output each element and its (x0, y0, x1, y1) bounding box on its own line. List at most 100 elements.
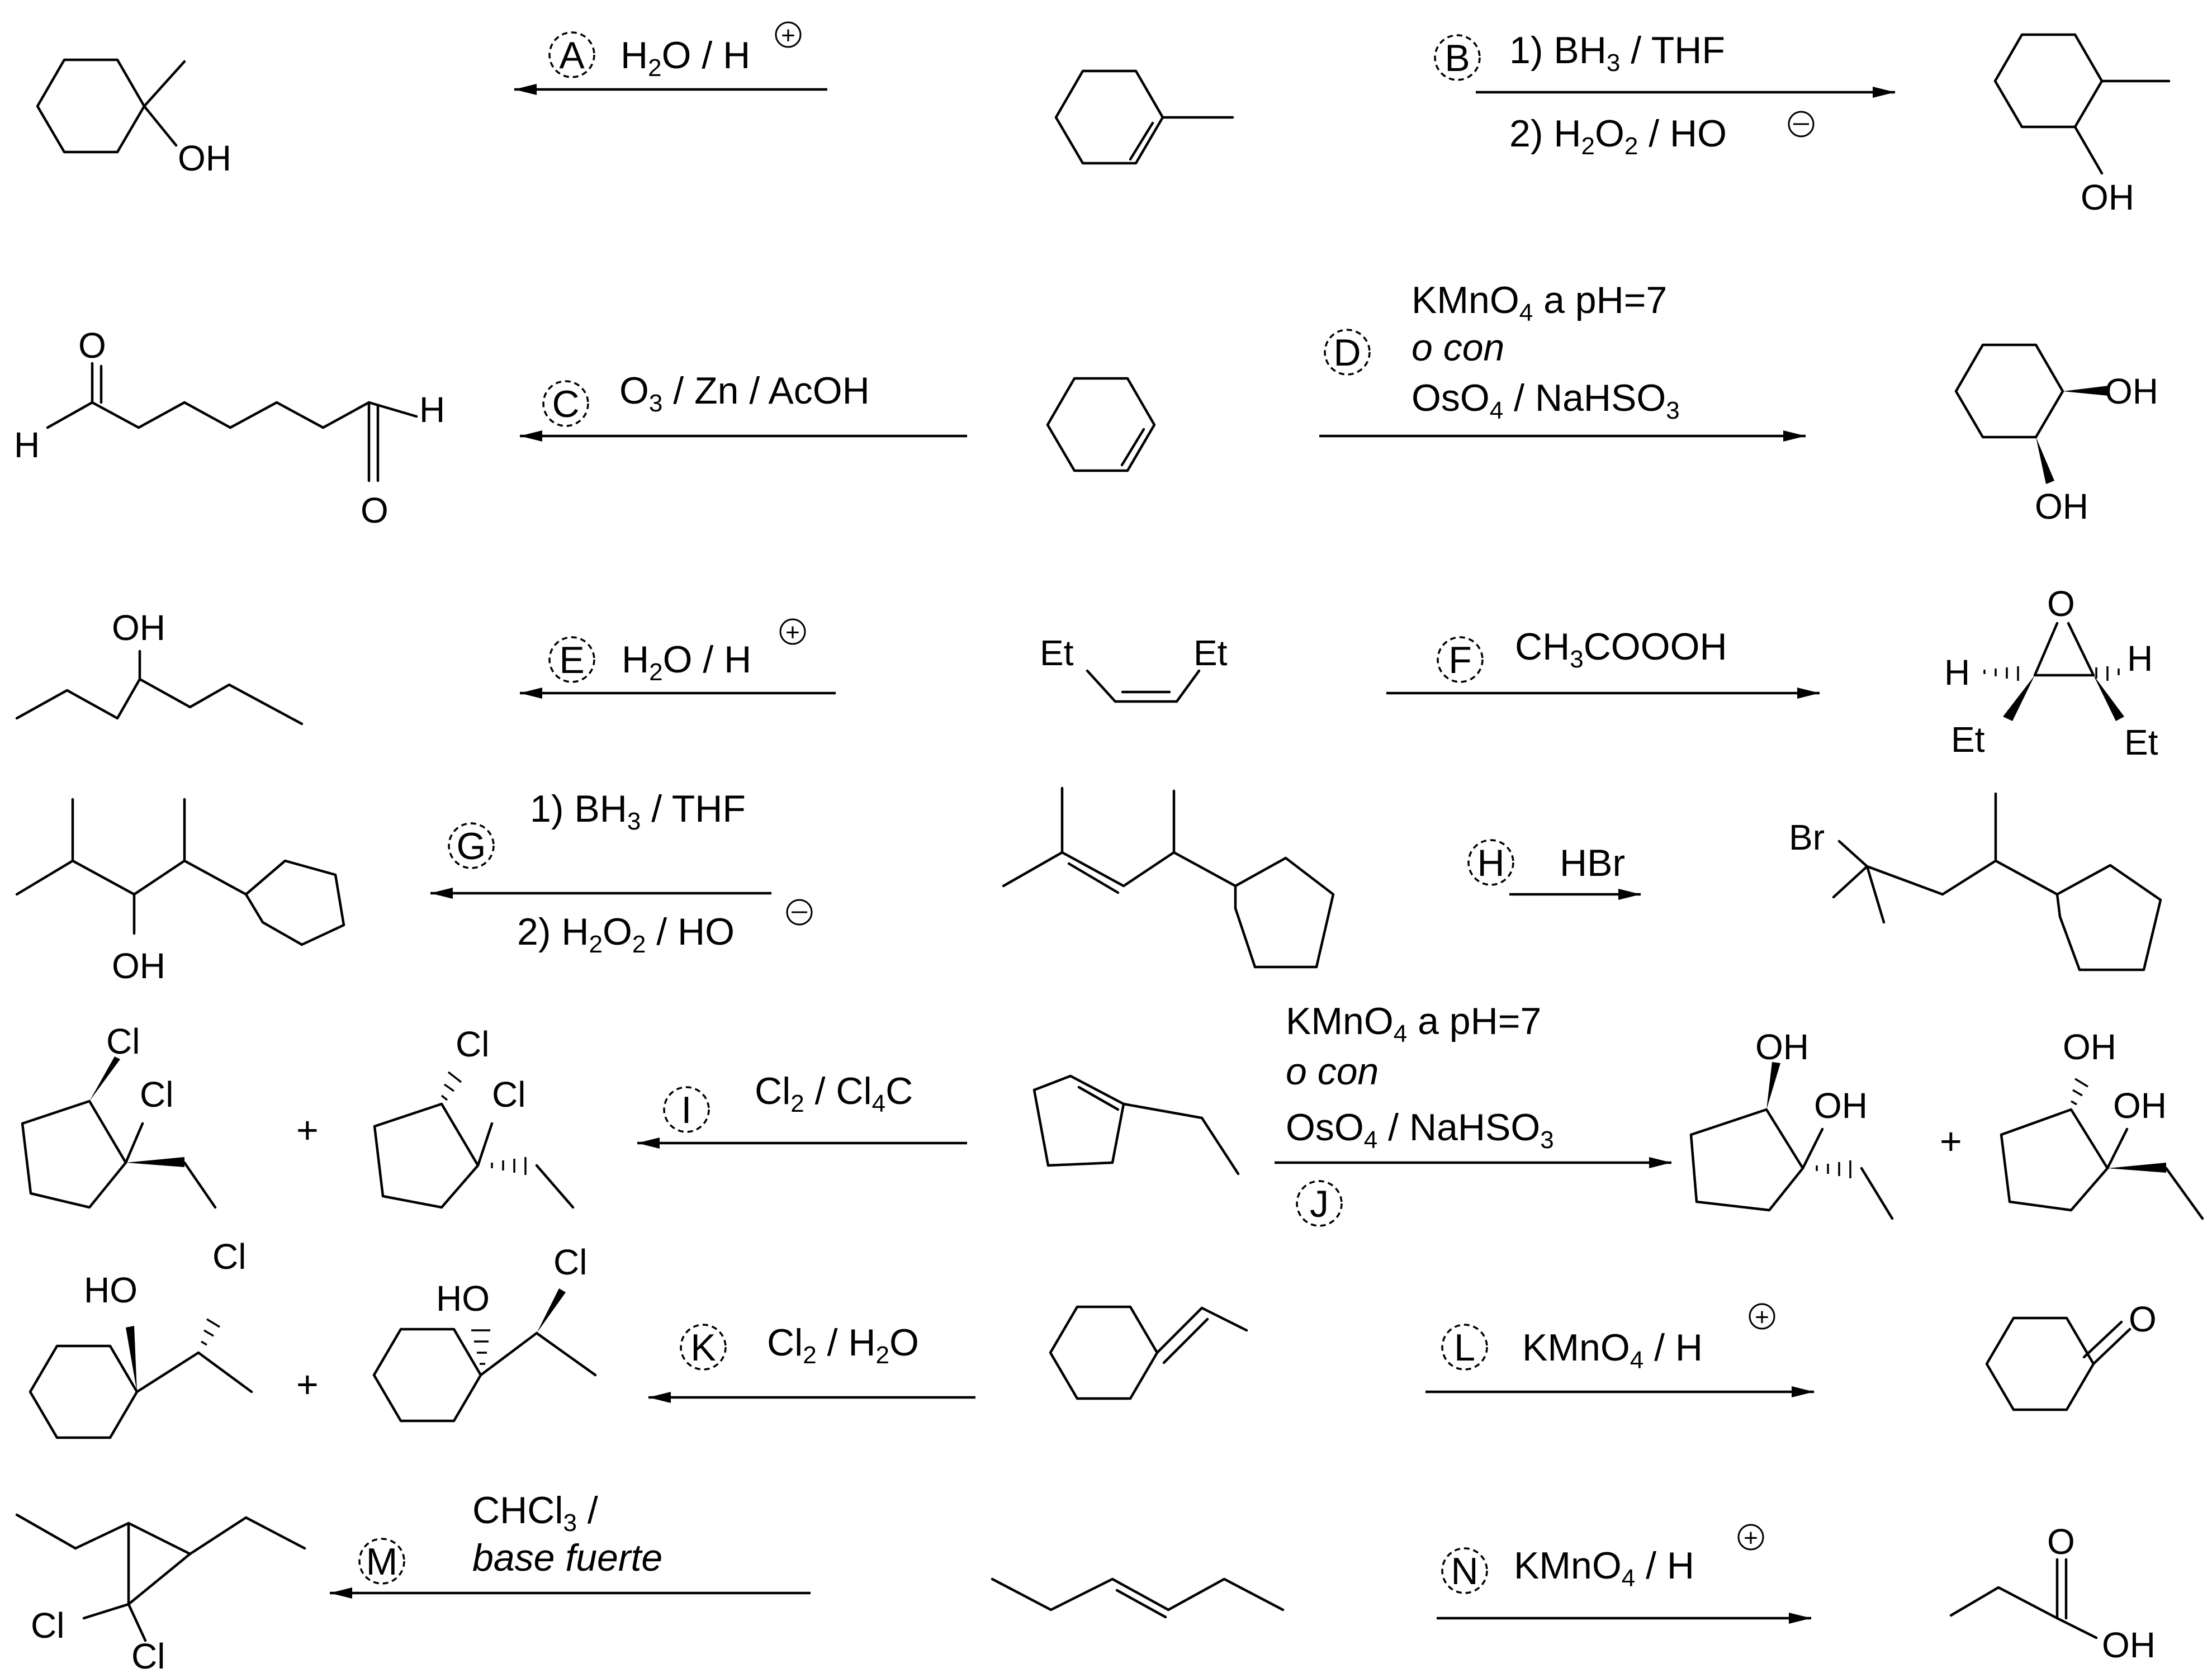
reaction-i: I Cl2 / Cl4C (637, 1070, 967, 1149)
svg-text:Cl: Cl (212, 1236, 246, 1277)
svg-text:F: F (1448, 639, 1472, 681)
badge-b (1434, 34, 1481, 81)
svg-text:M: M (366, 1540, 398, 1583)
reaction-l: L KMnO4 / H + (1425, 1303, 1814, 1397)
plus-sign: + (296, 1109, 319, 1151)
svg-text:Cl2 / H2O: Cl2 / H2O (767, 1321, 919, 1369)
svg-text:Cl: Cl (140, 1074, 173, 1115)
svg-text:Cl: Cl (492, 1074, 525, 1115)
start-cis-3-hexene: Et Et (1040, 633, 1228, 703)
start-alkene-cyclopentyl (1002, 786, 1335, 969)
svg-text:+: + (1755, 1303, 1769, 1331)
letter-a: A (559, 34, 585, 77)
reaction-f: F CH3COOOH (1386, 625, 1820, 699)
reaction-j: J KMnO4 a pH=7 o con OsO4 / NaHSO3 (1275, 1000, 1671, 1227)
start-1-methylcyclohexene (1054, 69, 1234, 165)
svg-text:Cl: Cl (553, 1242, 587, 1282)
svg-text:OsO4 / NaHSO3: OsO4 / NaHSO3 (1411, 377, 1680, 424)
reaction-a: A H2O / H + (514, 21, 827, 95)
product-e-3-hexanol: OH (15, 608, 304, 726)
svg-text:2) H2O2 / HO: 2) H2O2 / HO (517, 911, 735, 958)
product-l-cyclohexanone: O (1985, 1299, 2157, 1411)
svg-text:Br: Br (1789, 817, 1825, 857)
product-j-diol-1: OH OH (1689, 1027, 1894, 1220)
svg-text:o con: o con (1286, 1050, 1379, 1093)
product-n-propanoic-acid: O OH (1949, 1521, 2156, 1665)
svg-text:Cl: Cl (31, 1605, 64, 1646)
svg-text:O: O (78, 325, 106, 366)
svg-text:OH: OH (2113, 1086, 2167, 1126)
product-j-diol-2: OH OH (2000, 1027, 2204, 1220)
product-i-dichloride-2: Cl Cl (373, 1024, 575, 1209)
svg-text:H: H (14, 425, 40, 465)
svg-text:OH: OH (112, 608, 165, 648)
svg-text:OH: OH (2035, 486, 2088, 527)
product-g-alcohol: OH (15, 798, 345, 986)
svg-text:Et: Et (1951, 719, 1985, 760)
product-a-1-methylcyclohexanol: OH (36, 58, 231, 178)
reaction-e: E H2O / H + (520, 618, 836, 699)
product-k-chlorohydrin-1: HO Cl (29, 1236, 253, 1439)
svg-text:OH: OH (1814, 1086, 1868, 1126)
reaction-h: H HBr (1467, 839, 1641, 900)
svg-text:OH: OH (2081, 177, 2134, 217)
svg-text:H: H (2127, 638, 2153, 679)
product-f-epoxide: O H H Et Et (1944, 584, 2158, 762)
svg-text:D: D (1333, 331, 1361, 374)
svg-text:1) BH3 / THF: 1) BH3 / THF (530, 788, 746, 835)
svg-text:CHCl3 /: CHCl3 / (472, 1489, 598, 1537)
reaction-d: D KMnO4 a pH=7 o con OsO4 / NaHSO3 (1319, 279, 1806, 442)
svg-text:+: + (781, 22, 795, 49)
svg-text:KMnO4 / H: KMnO4 / H (1514, 1544, 1694, 1592)
svg-text:OH: OH (2105, 371, 2158, 411)
svg-text:J: J (1310, 1183, 1329, 1225)
start-trans-3-hexene (991, 1577, 1285, 1619)
svg-text:HO: HO (84, 1270, 138, 1310)
svg-text:Et: Et (1193, 633, 1228, 673)
svg-text:H: H (1477, 842, 1504, 884)
svg-text:KMnO4 / H: KMnO4 / H (1522, 1326, 1703, 1374)
oh-label: OH (178, 138, 231, 178)
svg-text:+: + (1940, 1120, 1962, 1163)
svg-text:CH3COOOH: CH3COOOH (1515, 625, 1727, 673)
svg-text:K: K (690, 1326, 716, 1369)
svg-text:1) BH3 / THF: 1) BH3 / THF (1509, 29, 1725, 77)
svg-text:OsO4 / NaHSO3: OsO4 / NaHSO3 (1286, 1106, 1554, 1154)
start-cyclohexene (1046, 377, 1156, 472)
svg-text:+: + (785, 619, 800, 646)
svg-text:G: G (457, 825, 486, 868)
svg-text:KMnO4 a pH=7: KMnO4 a pH=7 (1411, 279, 1667, 326)
product-m-dichlorocyclopropane: Cl Cl (15, 1513, 306, 1676)
svg-text:Cl: Cl (456, 1024, 489, 1064)
svg-text:Et: Et (2124, 722, 2158, 762)
svg-text:O3 / Zn / AcOH: O3 / Zn / AcOH (619, 369, 870, 417)
svg-text:KMnO4 a pH=7: KMnO4 a pH=7 (1286, 1000, 1541, 1047)
reaction-k: K Cl2 / H2O (648, 1321, 975, 1403)
svg-text:Et: Et (1040, 633, 1074, 673)
svg-text:H: H (1944, 652, 1970, 693)
svg-text:C: C (552, 383, 579, 425)
svg-text:+: + (296, 1363, 319, 1406)
svg-text:OH: OH (2102, 1625, 2156, 1665)
svg-text:O: O (2129, 1299, 2157, 1339)
svg-text:O: O (2047, 1521, 2075, 1562)
svg-text:N: N (1451, 1550, 1478, 1592)
svg-text:H2O / H: H2O / H (622, 638, 751, 686)
svg-text:Cl: Cl (106, 1021, 140, 1061)
svg-text:OH: OH (112, 946, 165, 986)
svg-text:base fuerte: base fuerte (472, 1537, 662, 1579)
svg-text:OH: OH (2063, 1027, 2116, 1067)
svg-text:+: + (1744, 1524, 1758, 1552)
reagent-a: H2O / H (621, 34, 750, 82)
start-1-ethylcyclopentene (1032, 1074, 1240, 1175)
product-k-chlorohydrin-2: HO Cl (372, 1242, 597, 1423)
product-b-2-methylcyclohexanol: OH (1993, 33, 2171, 217)
product-d-cis-cyclohexanediol: OH OH (1954, 343, 2158, 527)
svg-text:OH: OH (1755, 1027, 1809, 1067)
svg-text:E: E (559, 639, 584, 681)
svg-text:o con: o con (1411, 326, 1504, 369)
reaction-c: C O3 / Zn / AcOH (520, 369, 967, 442)
product-i-dichloride-1: Cl Cl (21, 1021, 217, 1209)
svg-text:I: I (681, 1089, 692, 1131)
